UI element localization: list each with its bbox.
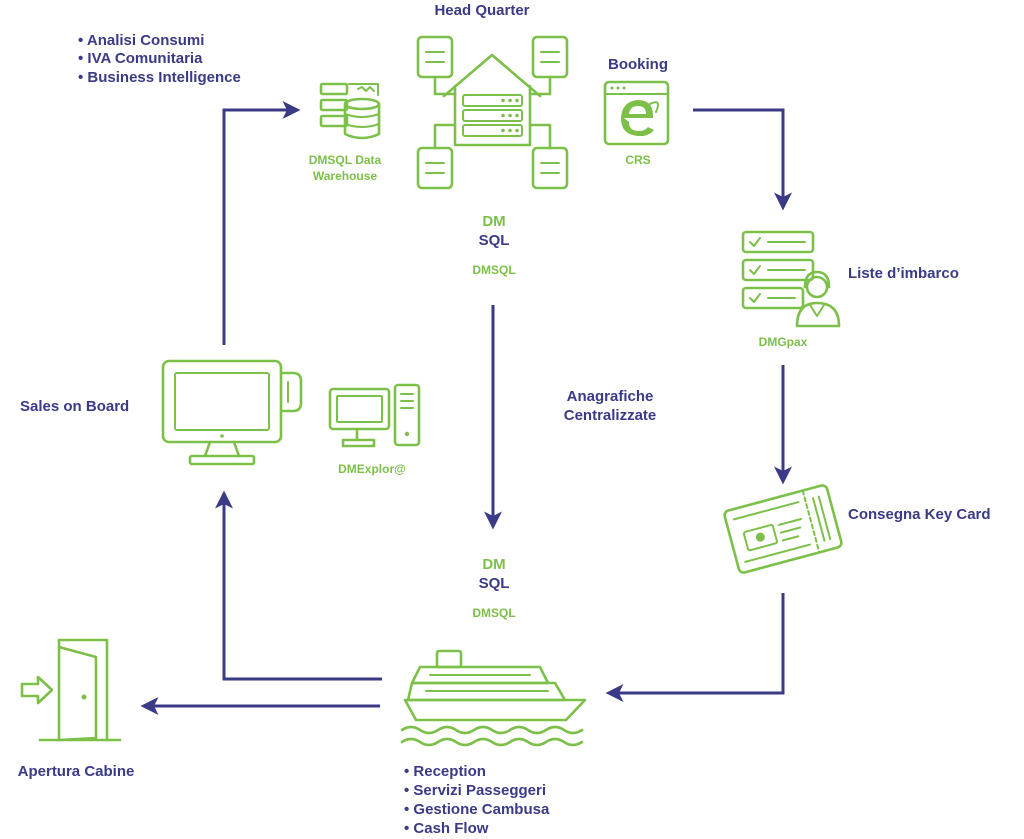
dmsql-bottom-node: DM SQL DMSQL xyxy=(472,556,515,620)
cruise-ship-icon xyxy=(400,649,587,747)
sql-logo-text: SQL xyxy=(479,575,510,592)
ship-bullet: • Servizi Passeggeri xyxy=(404,782,546,799)
connector-keycard-to-ship xyxy=(605,593,785,702)
dmexplora-label: DMExplor@ xyxy=(338,462,406,476)
ship-node: • Reception • Servizi Passeggeri • Gesti… xyxy=(400,649,587,837)
ship-bullet: • Cash Flow xyxy=(404,820,489,837)
database-server-icon xyxy=(319,82,381,140)
ship-bullet: • Gestione Cambusa xyxy=(404,801,550,818)
anagrafiche-line: Anagrafiche xyxy=(567,388,654,405)
sales-label: Sales on Board xyxy=(20,398,129,415)
keycard-node: Consegna Key Card xyxy=(723,484,991,574)
dm-logo-text: DM xyxy=(482,213,505,230)
dmsql-caption: DMSQL xyxy=(472,263,515,277)
pos-monitor-icon xyxy=(161,359,303,466)
ship-bullet: • Reception xyxy=(404,763,486,780)
sql-logo-text: SQL xyxy=(479,232,510,249)
network-house-icon xyxy=(416,35,569,190)
hq-node: Head Quarter xyxy=(416,2,569,190)
dmexplora-node: DMExplor@ xyxy=(328,383,421,476)
warehouse-node: • Analisi Consumi • IVA Comunitaria • Bu… xyxy=(78,32,382,183)
cabine-node: Apertura Cabine xyxy=(18,638,135,780)
warehouse-bullet: • Analisi Consumi xyxy=(78,32,204,49)
connector-ship-to-sales xyxy=(215,490,382,681)
warehouse-bullet: • Business Intelligence xyxy=(78,69,241,86)
hq-label: Head Quarter xyxy=(434,2,529,19)
warehouse-bullet: • IVA Comunitaria xyxy=(78,50,203,67)
checklist-operator-icon xyxy=(741,230,841,328)
warehouse-name: DMSQL Data xyxy=(309,153,382,167)
anagrafiche-line: Centralizzate xyxy=(564,407,657,424)
dm-logo-text: DM xyxy=(482,556,505,573)
booking-label: Booking xyxy=(608,56,668,73)
connector-sales-to-warehouse xyxy=(222,101,301,345)
browser-e-icon xyxy=(603,80,670,146)
keycard-label: Consegna Key Card xyxy=(848,506,991,523)
warehouse-name: Warehouse xyxy=(313,169,378,183)
door-arrow-icon xyxy=(20,638,122,742)
desktop-computer-icon xyxy=(328,383,421,448)
flow-connectors xyxy=(140,101,792,715)
liste-label: Liste d’imbarco xyxy=(848,265,959,282)
connector-crs-to-liste xyxy=(693,108,792,211)
liste-name: DMGpax xyxy=(759,335,808,349)
dmsql-top-node: DM SQL DMSQL xyxy=(472,213,515,277)
booking-node: Booking CRS xyxy=(603,56,670,167)
key-card-icon xyxy=(723,484,843,574)
dmsql-caption: DMSQL xyxy=(472,606,515,620)
cabine-label: Apertura Cabine xyxy=(18,763,135,780)
liste-node: Liste d’imbarco DMGpax xyxy=(741,230,959,349)
anagrafiche-label: Anagrafiche Centralizzate xyxy=(564,388,657,424)
sales-node: Sales on Board xyxy=(20,359,303,466)
booking-name: CRS xyxy=(625,153,650,167)
